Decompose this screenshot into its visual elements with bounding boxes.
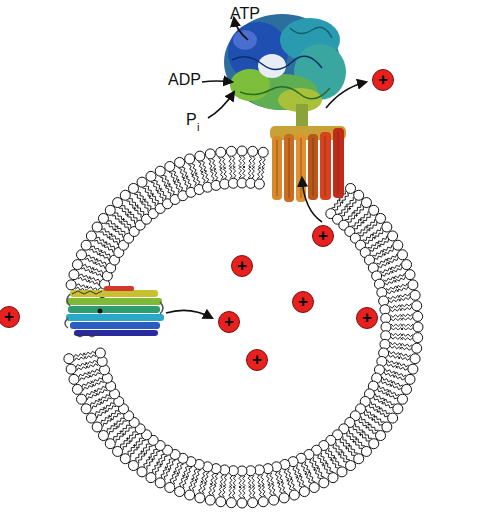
proton-circle: [293, 292, 314, 313]
lipid-bilayer: [64, 146, 423, 508]
substrate-label: ADP: [168, 72, 201, 88]
product-label: ATP: [230, 6, 260, 22]
proton-charge: +: [362, 309, 372, 326]
atp-synthase-membrane-part: [270, 104, 346, 202]
proton-circle: [247, 350, 268, 371]
flow-arrows: [166, 18, 366, 318]
proton-circle: [0, 307, 20, 328]
proton-charge: +: [318, 227, 328, 244]
proton-circle: [373, 70, 394, 91]
proton-circle: [219, 312, 240, 333]
bacteriorhodopsin: [65, 286, 164, 337]
proton-charge: +: [378, 71, 388, 88]
proton-charge: +: [298, 293, 308, 310]
proton-circle: [357, 308, 378, 329]
proton-charge: +: [4, 308, 14, 325]
proton-circles: [0, 70, 394, 371]
subscript-label: i: [197, 122, 199, 133]
proton-circle: [313, 226, 334, 247]
proton-circle: [232, 256, 253, 277]
proton-charge: +: [224, 313, 234, 330]
proton-charge: +: [237, 257, 247, 274]
atp-synthase-head: [224, 14, 346, 112]
proton-charge: +: [252, 351, 262, 368]
substrate-label: P: [186, 112, 197, 128]
